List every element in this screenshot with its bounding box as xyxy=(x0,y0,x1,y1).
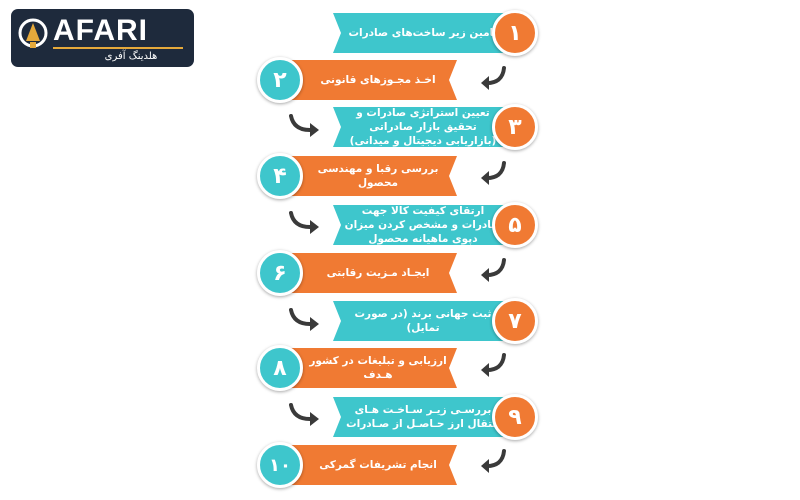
step-10: انجام تشریفات گمرکی ۱۰ xyxy=(257,442,457,488)
logo: AFARI هلدینگ آفری xyxy=(11,9,194,67)
step-9: بررسـی زیـر سـاخـت هـای انتقال ارز حـاصـ… xyxy=(333,394,538,440)
step-bar xyxy=(285,156,457,196)
step-label: تعیین استراتژی صادرات و تحقیق بازار صادر… xyxy=(349,107,497,147)
curved-arrow-icon xyxy=(481,353,506,377)
logo-name: AFARI xyxy=(53,14,148,47)
step-bar xyxy=(333,13,508,53)
curved-arrow-icon xyxy=(481,449,506,473)
step-number: ۱۰ xyxy=(257,442,303,488)
curved-arrow-icon xyxy=(289,114,319,137)
step-bar xyxy=(285,253,457,293)
step-label: بررسی رقبا و مهندسی محصول xyxy=(317,163,439,189)
step-2: اخـذ مجـوزهای قانونی ۲ xyxy=(257,57,457,103)
step-number: ۵ xyxy=(492,202,538,248)
step-bar xyxy=(333,397,508,437)
step-number: ۲ xyxy=(257,57,303,103)
step-3: تعیین استراتژی صادرات و تحقیق بازار صادر… xyxy=(333,104,538,150)
step-number: ۶ xyxy=(257,250,303,296)
step-number: ۴ xyxy=(257,153,303,199)
curved-arrow-icon xyxy=(481,66,506,90)
curved-arrow-icon xyxy=(481,258,506,282)
logo-subtitle: هلدینگ آفری xyxy=(104,51,158,62)
curved-arrow-icon xyxy=(289,403,319,426)
step-label: ارزیابی و تبلیغات در کشور هـدف xyxy=(309,355,447,381)
step-number: ۸ xyxy=(257,345,303,391)
step-label: تامین زیر ساخت‌های صادرات xyxy=(348,27,498,39)
step-bar xyxy=(333,205,508,245)
step-label: انجام تشریفات گمرکی xyxy=(319,459,437,471)
step-label: بررسـی زیـر سـاخـت هـای انتقال ارز حـاصـ… xyxy=(346,404,500,430)
step-bar xyxy=(333,107,508,147)
curved-arrow-icon xyxy=(481,161,506,185)
step-number: ۳ xyxy=(492,104,538,150)
step-label: ایجـاد مـزیت رقابتی xyxy=(326,267,430,279)
step-label: ثبت جهانی برند (در صورت تمایل) xyxy=(354,308,492,334)
step-label: اخـذ مجـوزهای قانونی xyxy=(320,74,436,86)
step-bar xyxy=(285,445,457,485)
step-bar xyxy=(333,301,508,341)
step-number: ۹ xyxy=(492,394,538,440)
step-bar xyxy=(285,348,457,388)
step-bar xyxy=(285,60,457,100)
step-6: ایجـاد مـزیت رقابتی ۶ xyxy=(257,250,457,296)
logo-divider xyxy=(53,47,183,49)
step-label: ارتقای کیفیت کالا جهت صادرات و مشخص کردن… xyxy=(344,205,502,245)
step-5: ارتقای کیفیت کالا جهت صادرات و مشخص کردن… xyxy=(333,202,538,248)
step-7: ثبت جهانی برند (در صورت تمایل) ۷ xyxy=(333,298,538,344)
step-8: ارزیابی و تبلیغات در کشور هـدف ۸ xyxy=(257,345,457,391)
logo-mark-icon xyxy=(18,18,48,48)
step-1: تامین زیر ساخت‌های صادرات ۱ xyxy=(333,10,538,56)
step-number: ۱ xyxy=(492,10,538,56)
curved-arrow-icon xyxy=(289,211,319,234)
curved-arrow-icon xyxy=(289,308,319,331)
step-number: ۷ xyxy=(492,298,538,344)
step-4: بررسی رقبا و مهندسی محصول ۴ xyxy=(257,153,457,199)
